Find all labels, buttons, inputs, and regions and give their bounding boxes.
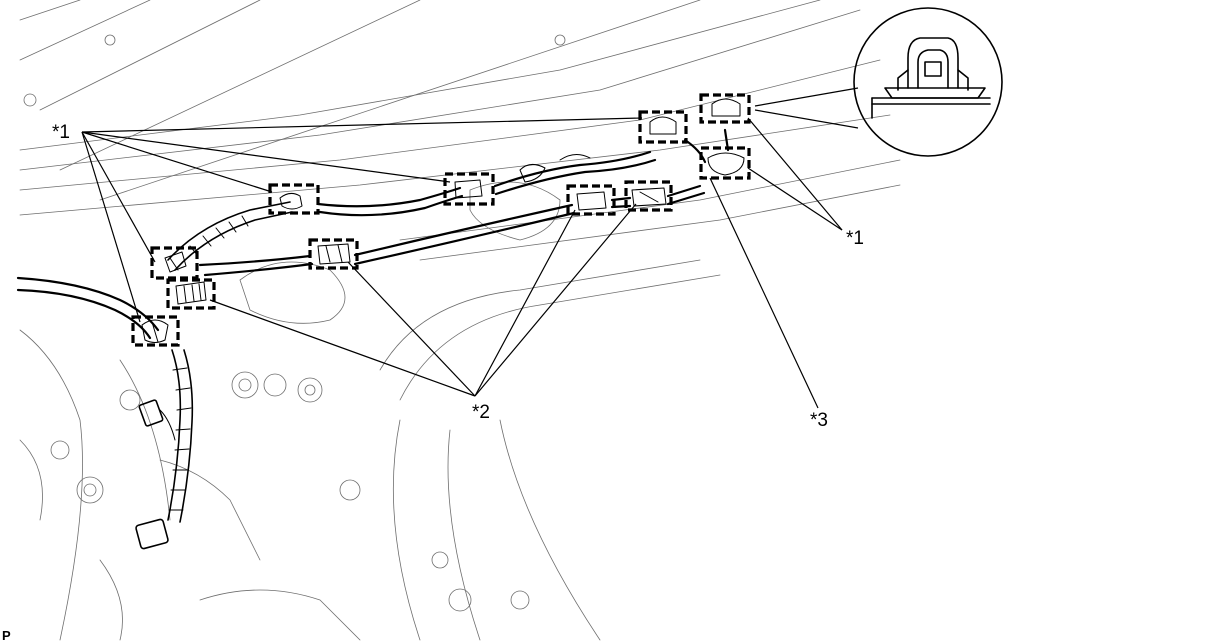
leader-lines-clamp (209, 203, 637, 397)
magnifier-pointer (754, 87, 859, 129)
clip-parts (141, 98, 745, 343)
clamp-dashed-box (166, 278, 216, 310)
magnifier-circle (853, 7, 1003, 157)
clip-dashed-box (131, 315, 180, 347)
callout-labels: *1 *1 *2 *3 P (2, 122, 864, 643)
callout-clip-right: *1 (846, 228, 864, 249)
clamp-dashed-box (566, 184, 616, 216)
leader-lines-clip-left (81, 117, 643, 323)
vehicle-body-structure (19, 0, 901, 641)
clamp-dashed-box (308, 238, 359, 270)
leader-lines-clip-right (747, 117, 843, 231)
leader-line-clip-detail (709, 177, 819, 409)
clip-dashed-box (699, 146, 751, 180)
clip-dashed-box (638, 110, 688, 144)
clip-detail-magnifier (754, 7, 1003, 157)
clamp-dashed-box (624, 180, 673, 212)
clip-dashed-box (268, 183, 320, 215)
clip-dashed-box (699, 93, 751, 124)
clip-dashed-box (150, 246, 199, 280)
corner-code: P (2, 628, 11, 643)
callout-clamp: *2 (472, 402, 490, 423)
clip-detail-icon (871, 37, 991, 119)
callout-clip-detail: *3 (810, 410, 828, 431)
clamp-parts (175, 187, 667, 305)
wire-harness (16, 128, 730, 550)
clip-dashed-boxes (131, 93, 751, 347)
callout-clip-left: *1 (52, 122, 70, 143)
clip-dashed-box (443, 172, 495, 206)
clamp-dashed-boxes (166, 180, 673, 310)
